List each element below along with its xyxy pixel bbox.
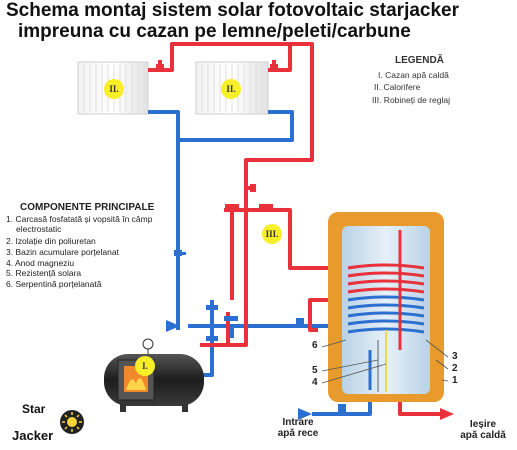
tank-label-5: 5 — [312, 365, 318, 376]
label-leader-lines — [321, 339, 449, 384]
component-item-1: 1. Carcasă fosfatată și vopsită în câmp — [6, 214, 153, 224]
storage-tank — [328, 212, 444, 402]
tank-label-6: 6 — [312, 340, 318, 351]
cold-inlet-label: Intrare apă rece — [268, 417, 328, 439]
marker-radiator-left: II. — [104, 79, 124, 99]
components-heading: COMPONENTE PRINCIPALE — [20, 202, 155, 213]
marker-valves: III. — [262, 224, 282, 244]
valve-handles — [156, 60, 346, 416]
cold-inlet-line-2: apă rece — [277, 428, 319, 439]
tank-label-3: 3 — [452, 351, 458, 362]
tank-label-4: 4 — [312, 377, 318, 388]
radiator-left — [77, 61, 149, 115]
component-item-4: 4. Anod magneziu — [6, 258, 75, 268]
component-item-2: 2. Izolație din poliuretan — [6, 236, 96, 246]
legend-item-radiators: II. Calorifere — [374, 82, 421, 92]
component-item-6: 6. Serpentină porțelanată — [6, 279, 102, 289]
component-item-3: 3. Bazin acumulare porțelanat — [6, 247, 119, 257]
component-item-5: 5. Rezistență solara — [6, 268, 82, 278]
logo-text-star: Star — [22, 402, 46, 416]
legend-item-valves: III. Robineți de reglaj — [372, 95, 450, 105]
title-line-2: impreuna cu cazan pe lemne/peleti/carbun… — [18, 21, 411, 42]
legend-item-boiler: I. Cazan apă caldă — [378, 70, 449, 80]
legend-heading: LEGENDĂ — [395, 55, 444, 66]
boiler — [104, 338, 204, 412]
title-line-1: Schema montaj sistem solar fotovoltaic s… — [6, 0, 460, 21]
flow-arrows — [166, 320, 454, 420]
tank-label-2: 2 — [452, 363, 458, 374]
marker-boiler: I. — [135, 356, 155, 376]
hot-outlet-line-1: Ieșire — [469, 419, 497, 430]
logo-text-jacker: Jacker — [12, 428, 54, 443]
tank-label-1: 1 — [452, 375, 458, 386]
component-item-1-cont: electrostatic — [16, 224, 62, 234]
starjacker-logo — [60, 410, 84, 434]
cold-inlet-line-1: Intrare — [282, 417, 314, 428]
hot-outlet-label: Ieșire apă caldă — [452, 419, 514, 441]
hot-outlet-line-2: apă caldă — [460, 430, 506, 441]
marker-radiator-right: II. — [221, 79, 241, 99]
hot-water-pipes — [148, 42, 440, 416]
